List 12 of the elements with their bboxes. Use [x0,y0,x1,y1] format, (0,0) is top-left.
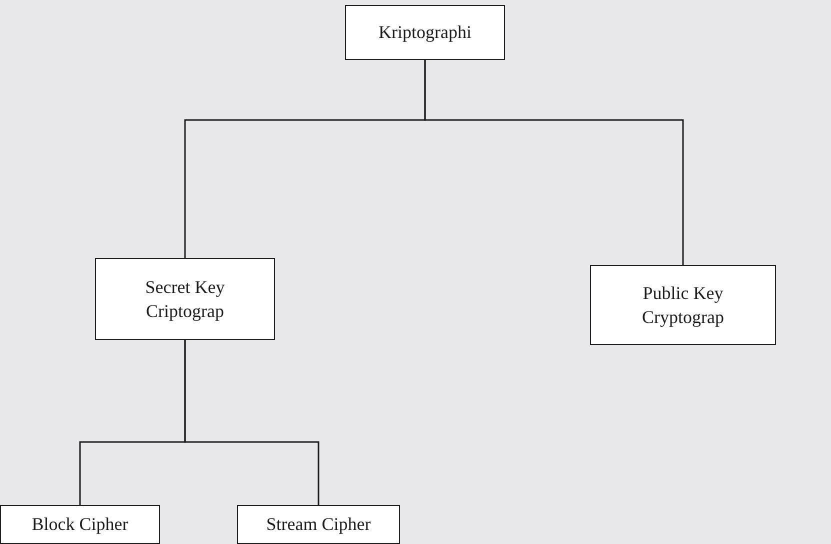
box-label: Secret Key Criptograp [144,276,226,323]
category-box [590,265,776,345]
box-label: Kriptographi [378,21,472,44]
box-label: Public Key Cryptograp [641,282,725,329]
category-box [345,5,505,60]
category-box [95,258,275,340]
connector-line [184,340,320,505]
box-label: Stream Cipher [266,513,371,536]
connector-line [424,60,684,265]
box-label: Block Cipher [32,513,128,536]
category-box [237,505,400,544]
category-box [0,505,160,544]
